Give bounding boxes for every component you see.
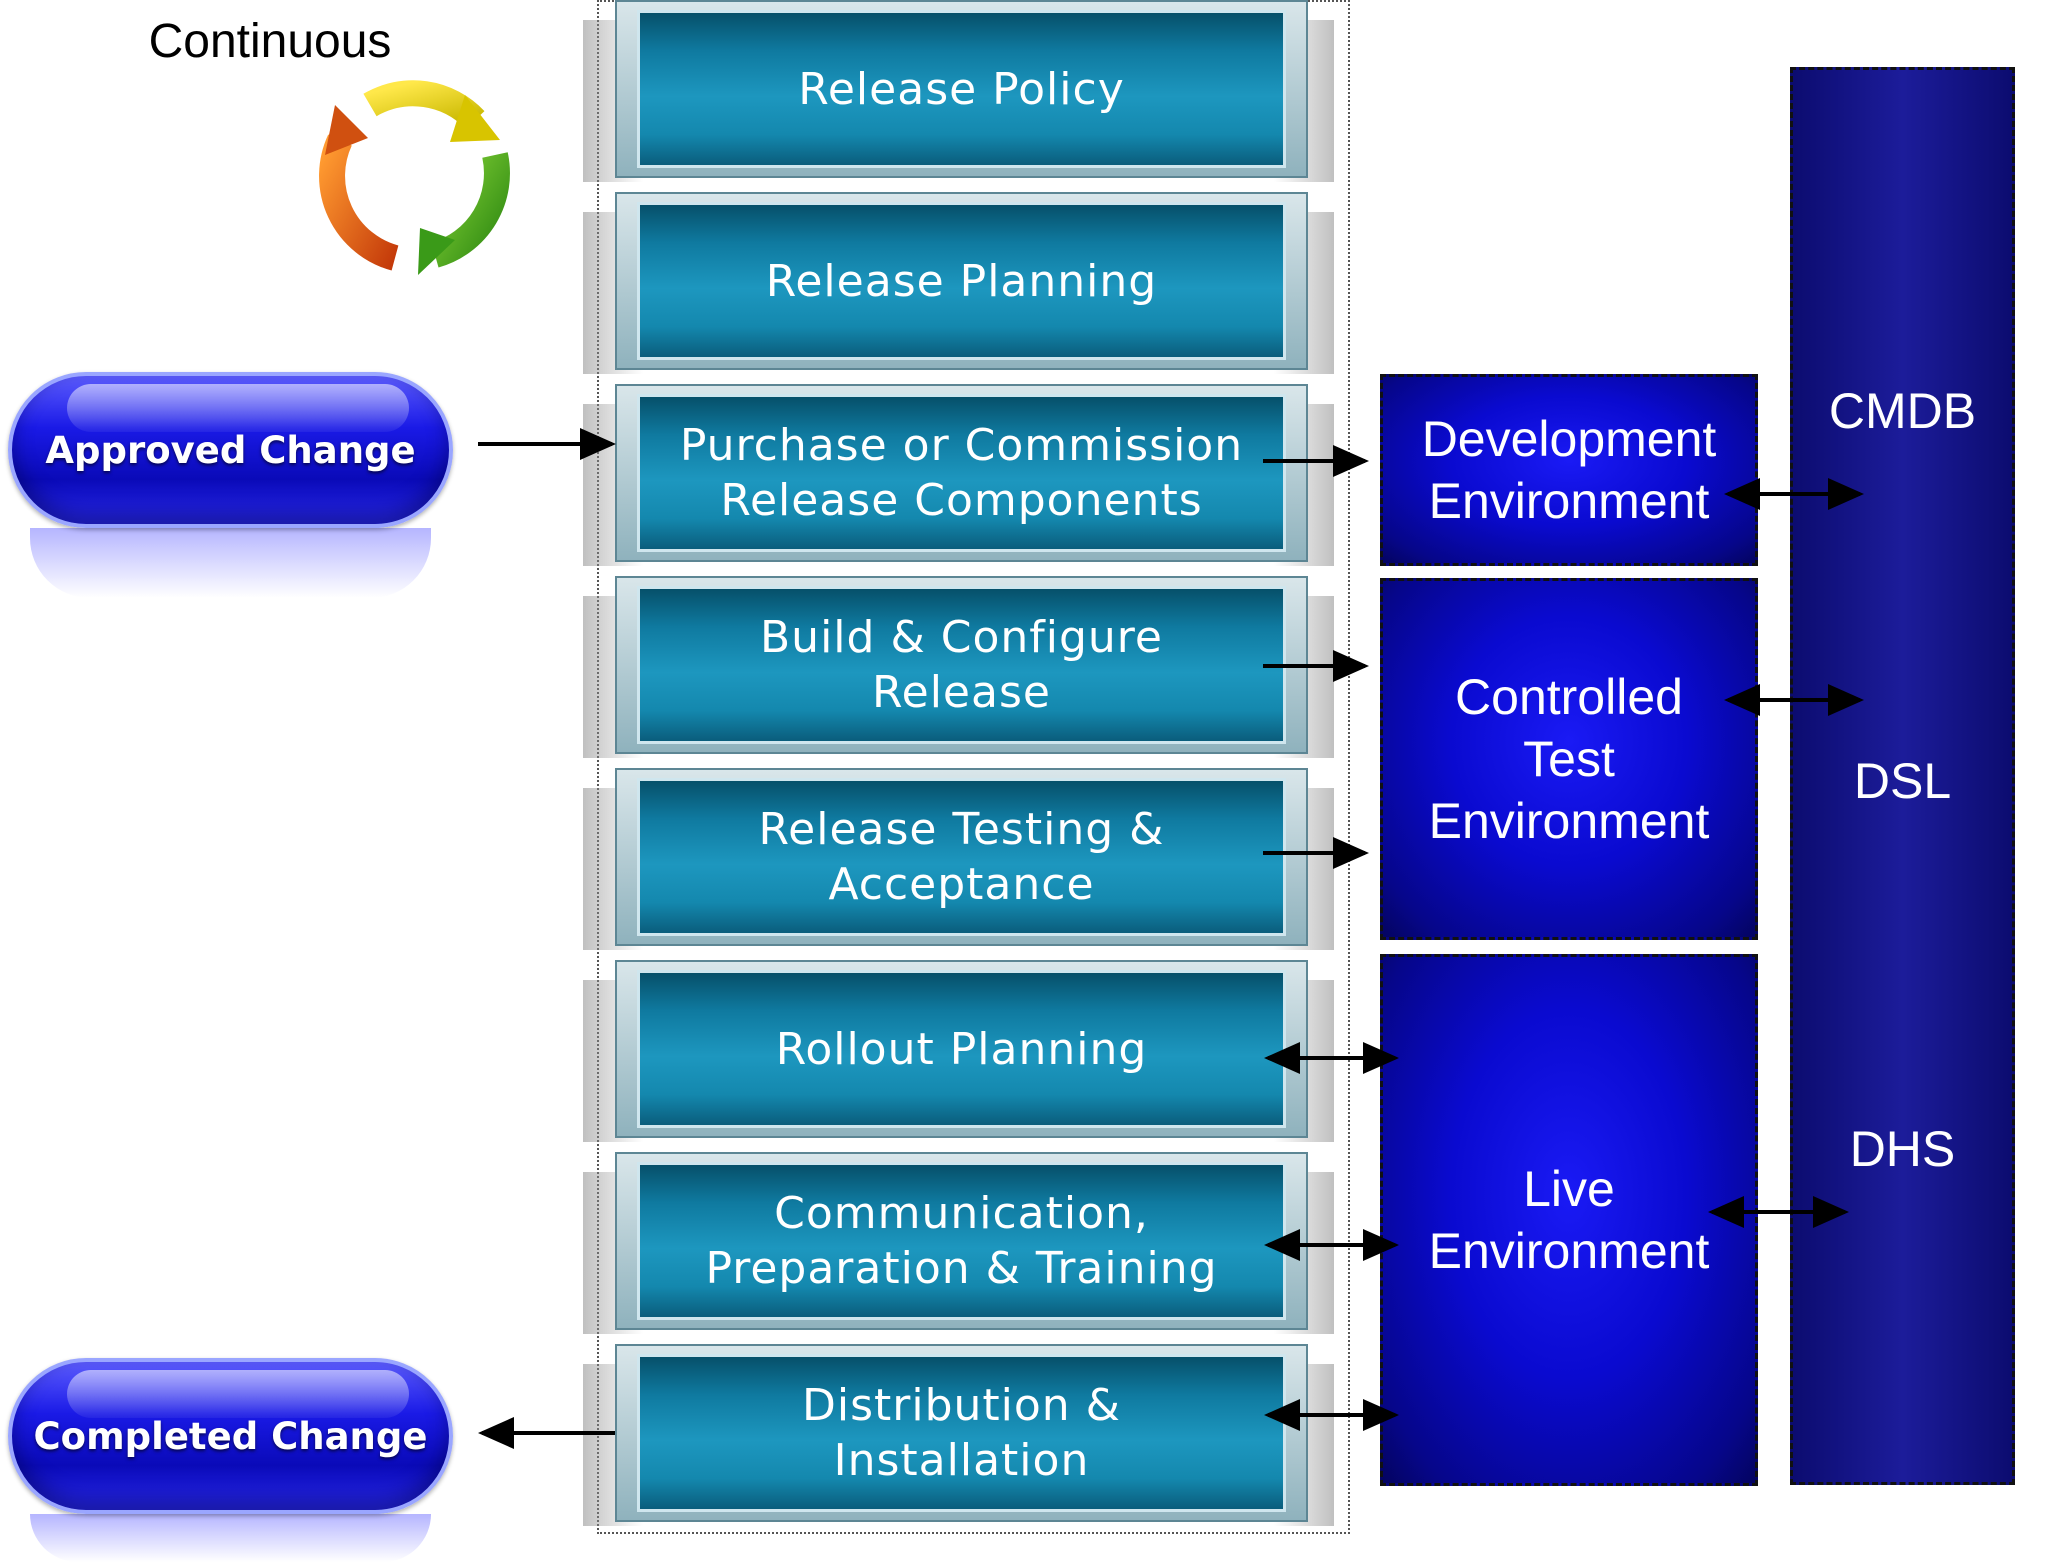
pill-reflection	[30, 528, 431, 598]
step-label: Release Testing & Acceptance	[758, 804, 1165, 910]
step-label: Distribution & Installation	[802, 1380, 1121, 1486]
approved-change-pill: Approved Change	[8, 372, 453, 598]
step-distribution: Distribution & Installation	[583, 1344, 1334, 1526]
dhs-label: DHS	[1849, 1121, 1956, 1177]
approved-change-label: Approved Change	[45, 428, 416, 472]
continuous-label: Continuous	[148, 15, 392, 68]
dsl-label: DSL	[1853, 753, 1952, 809]
step-release-testing: Release Testing & Acceptance	[583, 768, 1334, 950]
step-label: Build & Configure Release	[760, 612, 1163, 718]
database-column	[1790, 67, 2015, 1485]
continuous-cycle-icon	[319, 80, 510, 275]
step-label: Release Planning	[765, 255, 1158, 307]
environment-label: Development Environment	[1421, 411, 1717, 529]
step-release-policy: Release Policy	[583, 0, 1334, 182]
step-rollout-planning: Rollout Planning	[583, 960, 1334, 1142]
environment-label: Controlled Test Environment	[1428, 669, 1710, 849]
environment-label: Live Environment	[1428, 1161, 1710, 1279]
completed-change-label: Completed Change	[33, 1414, 428, 1458]
cmdb-label: CMDB	[1828, 383, 1977, 439]
development-environment-box: Development Environment	[1380, 374, 1758, 566]
step-label: Rollout Planning	[775, 1023, 1148, 1075]
controlled-test-environment-box: Controlled Test Environment	[1380, 578, 1758, 940]
step-label: Communication, Preparation & Training	[705, 1188, 1218, 1294]
step-label: Release Policy	[798, 63, 1125, 115]
step-label: Purchase or Commission Release Component…	[679, 420, 1244, 526]
step-purchase-commission: Purchase or Commission Release Component…	[583, 384, 1334, 566]
live-environment-box: Live Environment	[1380, 954, 1758, 1486]
completed-change-pill: Completed Change	[8, 1358, 453, 1562]
step-communication: Communication, Preparation & Training	[583, 1152, 1334, 1334]
step-build-configure: Build & Configure Release	[583, 576, 1334, 758]
step-release-planning: Release Planning	[583, 192, 1334, 374]
